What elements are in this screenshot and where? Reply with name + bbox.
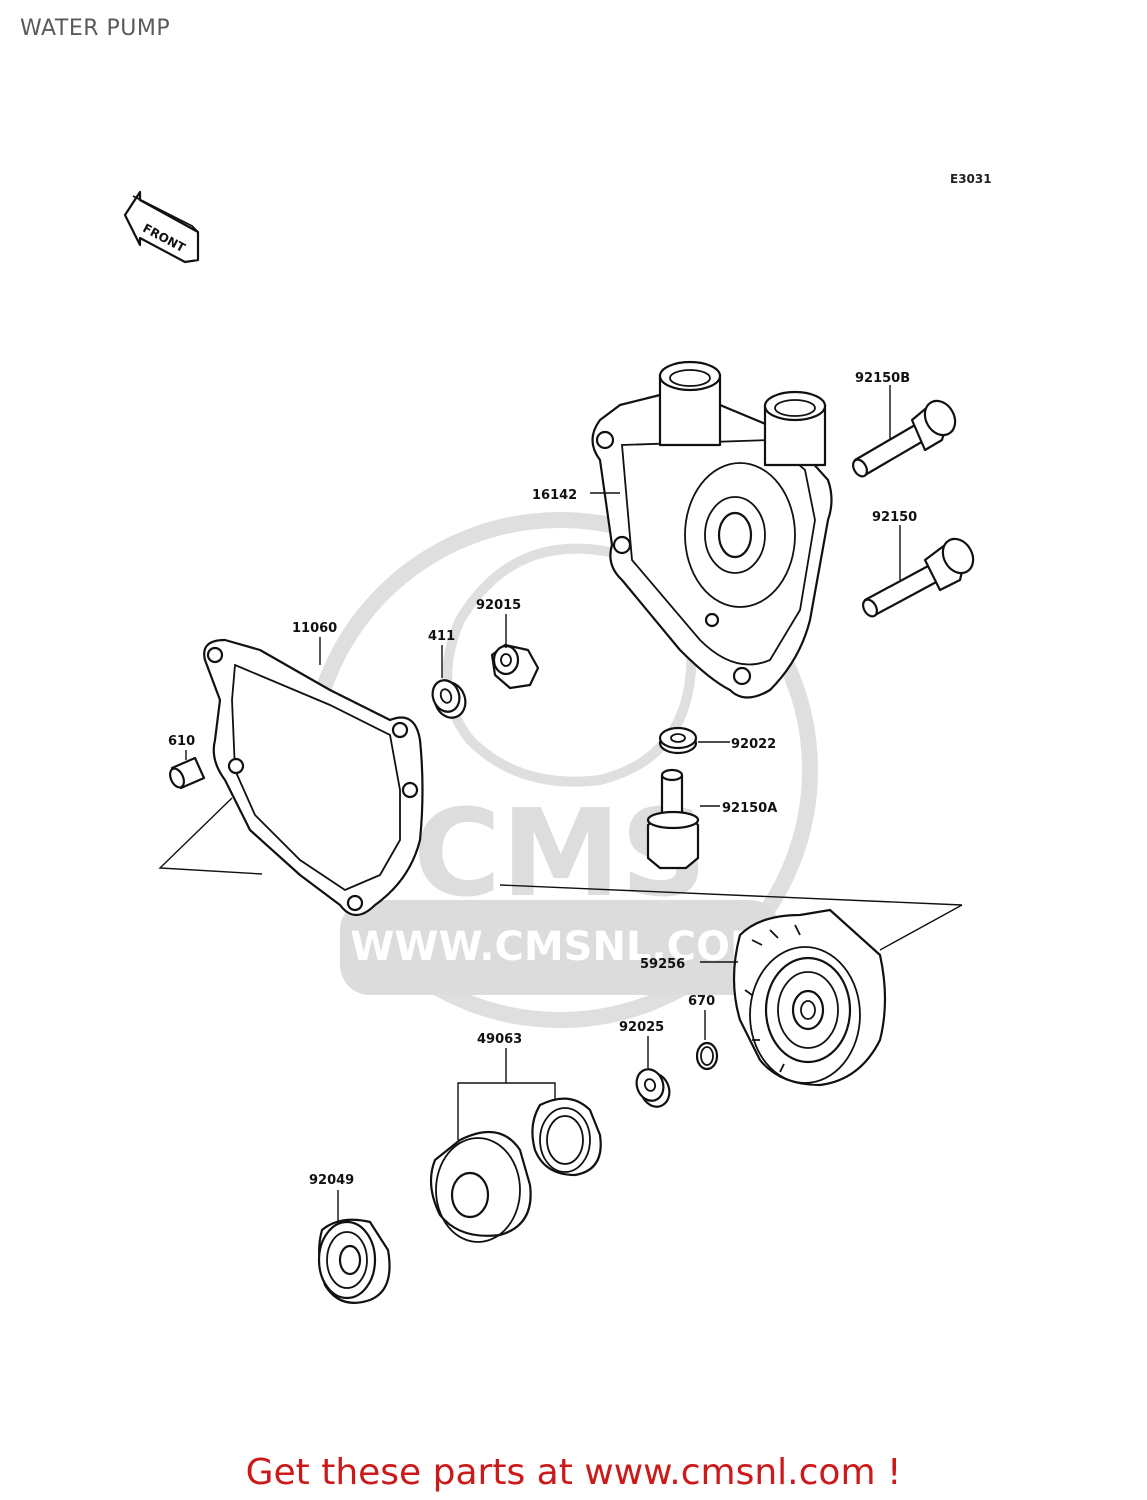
part-label-670: 670 <box>688 994 715 1009</box>
part-label-92025: 92025 <box>619 1020 664 1035</box>
watermark-url: WWW.CMSNL.COM <box>350 924 770 970</box>
footer-link[interactable]: Get these parts at www.cmsnl.com ! <box>245 1452 902 1493</box>
washer-92022 <box>658 726 698 755</box>
pump-cover-16142 <box>591 360 833 699</box>
bolt-92150 <box>862 537 975 618</box>
page-title: WATER PUMP <box>20 16 171 41</box>
front-arrow-icon: FRONT <box>123 190 200 264</box>
bolt-92150A <box>646 768 700 870</box>
washer-92025 <box>635 1068 671 1108</box>
bearing-92049 <box>317 1218 391 1304</box>
diagram-code: E3031 <box>950 172 992 186</box>
bolt-92150B <box>852 399 957 478</box>
part-label-11060: 11060 <box>292 621 337 636</box>
part-label-411: 411 <box>428 629 455 644</box>
part-label-49063: 49063 <box>477 1032 522 1047</box>
part-label-92150B: 92150B <box>855 371 910 386</box>
washer-411 <box>431 679 467 719</box>
part-label-92015: 92015 <box>476 598 521 613</box>
part-label-92022: 92022 <box>731 737 776 752</box>
part-label-59256: 59256 <box>640 957 685 972</box>
part-label-16142: 16142 <box>532 488 577 503</box>
nut-92015 <box>490 643 540 690</box>
part-label-92150A: 92150A <box>722 801 777 816</box>
part-label-610: 610 <box>168 734 195 749</box>
dowel-pin-610 <box>169 756 206 790</box>
impeller-59256 <box>732 908 887 1087</box>
o-ring-670 <box>695 1041 719 1071</box>
gasket-11060 <box>203 638 424 917</box>
part-label-92150: 92150 <box>872 510 917 525</box>
seal-49063 <box>429 1048 602 1243</box>
part-label-92049: 92049 <box>309 1173 354 1188</box>
